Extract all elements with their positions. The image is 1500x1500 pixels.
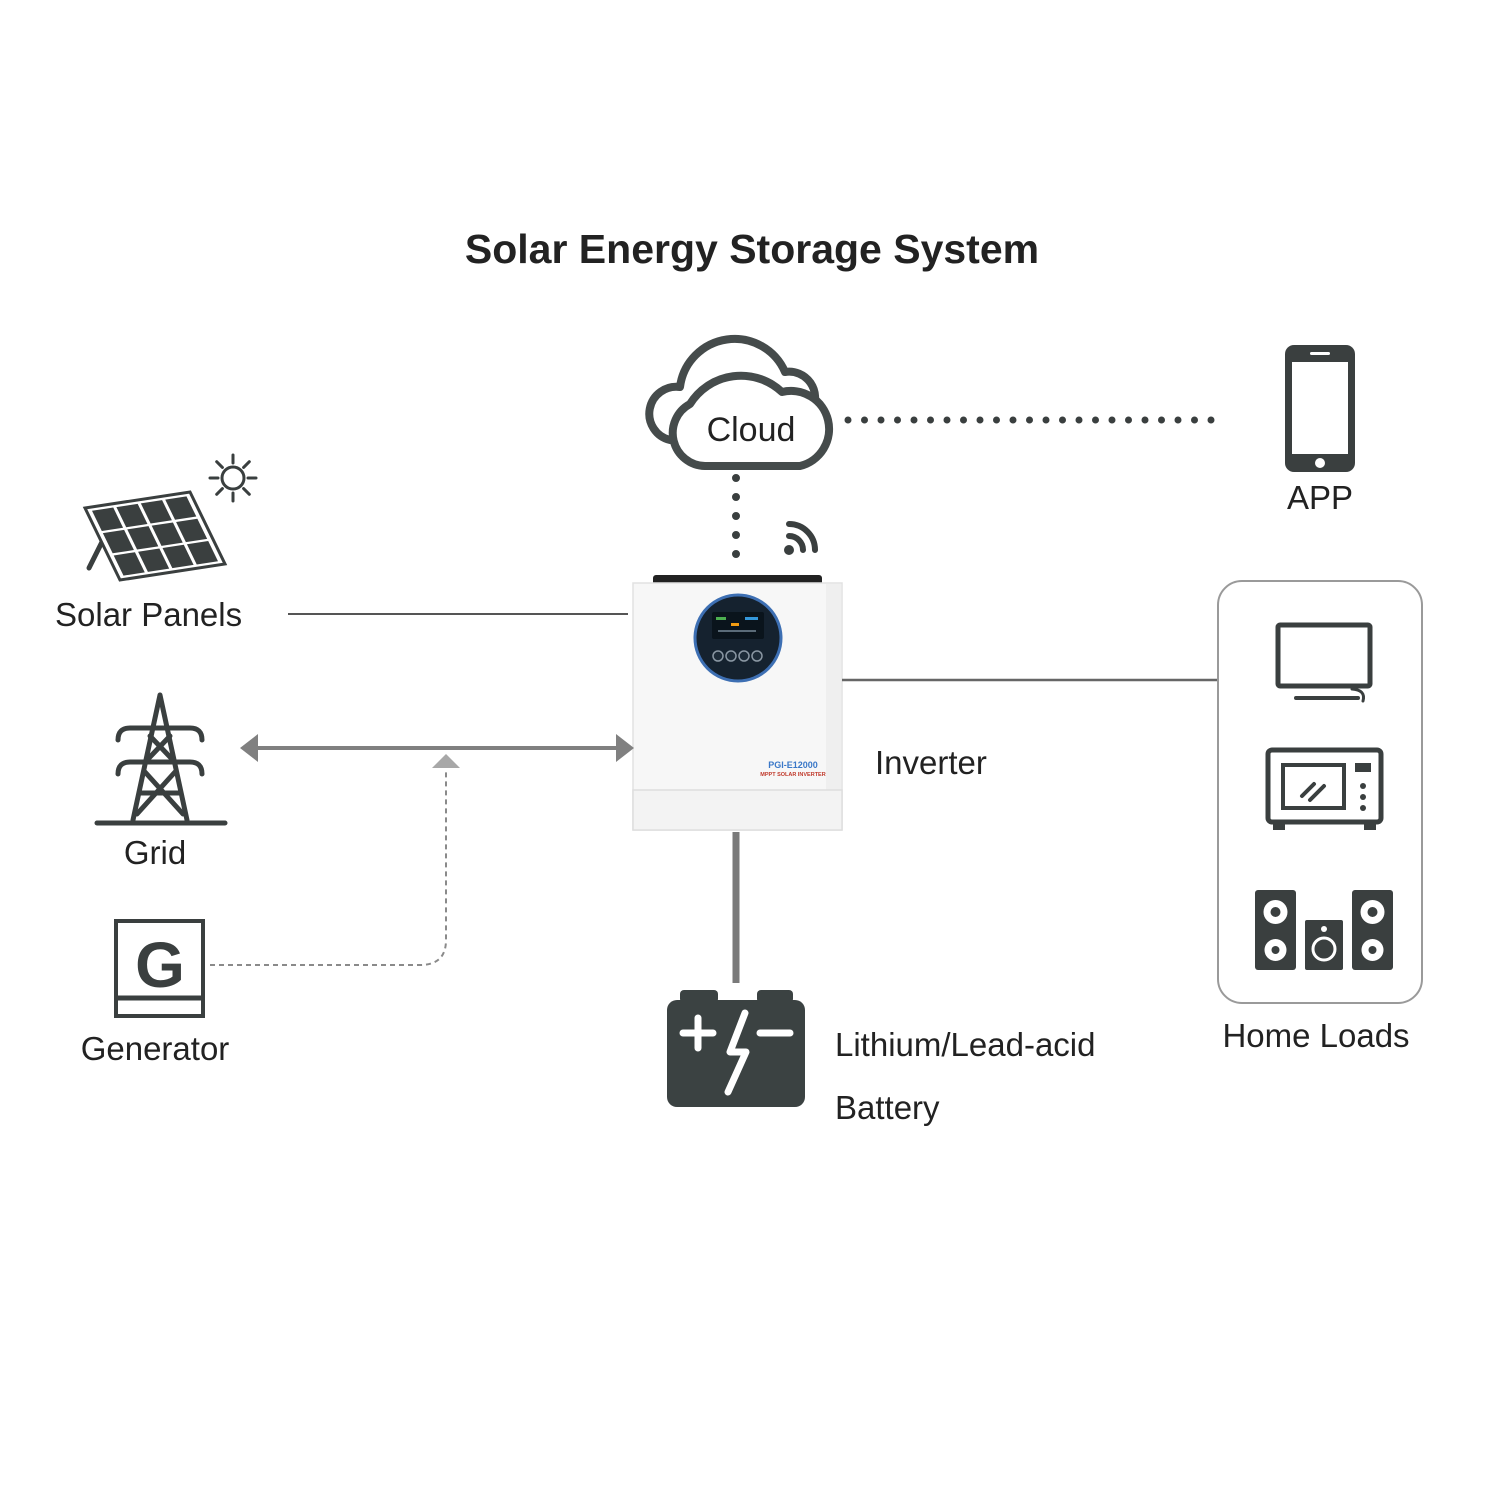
sun-core — [220, 465, 246, 491]
inverter-label: Inverter — [875, 744, 987, 781]
battery-label-line1: Lithium/Lead-acid — [835, 1026, 1096, 1063]
diagram-title: Solar Energy Storage System — [465, 226, 1039, 272]
speakers-icon — [1255, 890, 1393, 970]
inverter-button — [725, 650, 737, 662]
tower-lattice — [134, 733, 186, 817]
arrowhead-left — [240, 734, 258, 762]
tower-arm-upper — [115, 725, 205, 743]
solar-cell — [186, 541, 219, 565]
speaker-center — [1305, 920, 1343, 970]
tv-screen — [1275, 622, 1373, 689]
wifi-icon — [784, 521, 818, 555]
inverter-screen-indicator — [731, 623, 739, 626]
tower-arm-lower — [115, 759, 205, 777]
microwave-knob — [1360, 794, 1366, 800]
speaker-center-dot — [1321, 926, 1327, 932]
solar-cell — [116, 503, 148, 528]
wifi-arc-outer — [786, 521, 818, 553]
generator-junction-marker — [432, 754, 460, 768]
speaker-center-driver — [1311, 936, 1337, 962]
microwave-foot-right — [1364, 820, 1376, 830]
solar-cell — [151, 522, 183, 546]
tv-icon — [1275, 622, 1373, 703]
tower-legs — [130, 692, 190, 823]
microwave-icon — [1265, 747, 1384, 830]
solar-panel-cells — [92, 496, 219, 576]
solar-cell — [176, 518, 208, 543]
inverter-screen-indicator — [745, 617, 758, 620]
battery-terminal-negative — [757, 990, 793, 1003]
phone-speaker — [1310, 352, 1330, 355]
solar-cell — [138, 548, 170, 572]
inverter-button — [738, 650, 750, 662]
generator-letter: G — [135, 929, 185, 1001]
solar-cell — [127, 526, 159, 550]
app-label: APP — [1287, 479, 1353, 516]
inverter-button — [751, 650, 763, 662]
cloud-label: Cloud — [707, 411, 796, 449]
solar-panel-icon — [85, 492, 225, 580]
sun-ray — [242, 460, 251, 469]
microwave-knob — [1360, 805, 1366, 811]
inverter-model-text: PGI-E12000 — [768, 760, 818, 770]
phone-home-button — [1315, 458, 1325, 468]
phone-screen — [1292, 362, 1348, 454]
solar-cell — [162, 544, 194, 569]
battery-plus-sign — [679, 1014, 717, 1052]
solar-cell — [165, 496, 197, 520]
speaker-right-tweeter-center — [1368, 946, 1377, 954]
cloud-icon — [645, 334, 834, 470]
microwave-knob — [1360, 783, 1366, 789]
solar-cell — [92, 507, 124, 531]
inverter-icon: PGI-E12000 MPPT SOLAR INVERTER — [632, 575, 843, 831]
arrowhead-right — [616, 734, 634, 762]
solar-panel-face — [85, 492, 225, 580]
inverter-button — [712, 650, 724, 662]
inverter-bottom-panel — [632, 789, 843, 831]
generator-dashed-link — [210, 772, 447, 966]
speaker-left-woofer-center — [1270, 907, 1281, 917]
sun-icon — [208, 453, 258, 503]
solar-cell — [113, 552, 145, 576]
battery-label-line2: Battery — [835, 1089, 940, 1126]
smartphone-icon — [1285, 345, 1355, 472]
wifi-arc-inner — [786, 533, 806, 553]
generator-icon: G — [114, 919, 205, 1018]
microwave-heat-marks — [1300, 782, 1326, 802]
microwave-foot-left — [1273, 820, 1285, 830]
inverter-side-shade — [826, 584, 841, 829]
generator-label: Generator — [81, 1030, 230, 1067]
home-loads-label: Home Loads — [1222, 1017, 1409, 1054]
grid-inverter-double-arrow — [240, 734, 634, 762]
microwave-display — [1355, 763, 1371, 772]
inverter-model-subtitle: MPPT SOLAR INVERTER — [760, 772, 825, 778]
solar-cell — [140, 500, 172, 524]
cloud-front-outline — [668, 371, 834, 470]
sun-ray — [215, 460, 224, 469]
speaker-right-woofer-center — [1367, 907, 1378, 917]
inverter-screen-indicator — [716, 617, 726, 620]
battery-terminal-positive — [680, 990, 718, 1003]
solar-panels-label: Solar Panels — [55, 596, 242, 633]
sun-ray — [242, 487, 251, 496]
solar-cell — [102, 529, 134, 554]
battery-icon — [667, 990, 805, 1107]
speaker-left-tweeter-center — [1271, 946, 1280, 954]
wifi-dot — [784, 545, 794, 555]
sun-ray — [215, 487, 224, 496]
inverter-screen-indicator — [718, 630, 756, 632]
battery-lightning-bolt — [724, 1009, 750, 1096]
power-tower-icon — [94, 692, 228, 826]
tv-cable — [1350, 687, 1365, 703]
grid-label: Grid — [124, 834, 186, 871]
